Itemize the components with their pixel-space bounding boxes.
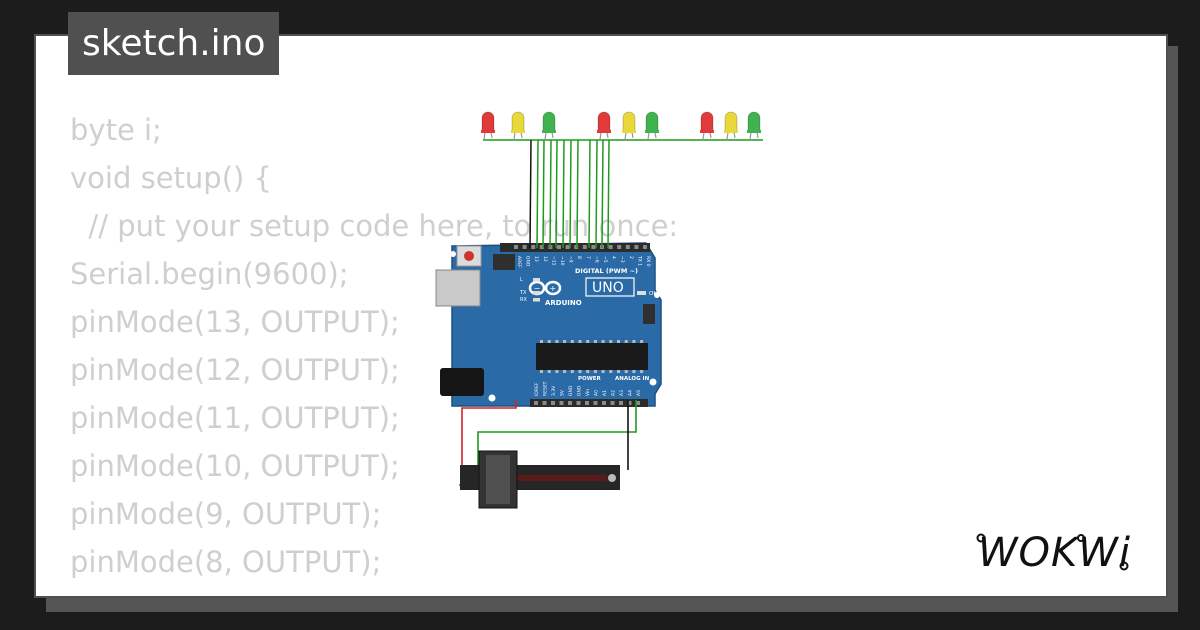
pin-label: IOREF (534, 382, 540, 396)
led-green[interactable] (542, 111, 556, 141)
led-wire (555, 139, 558, 249)
wokwi-logo: WOKWi (976, 530, 1131, 576)
pin-label: GND (577, 385, 583, 396)
code-line: pinMode(8, OUTPUT); (70, 545, 382, 579)
code-line: pinMode(11, OUTPUT); (70, 401, 400, 435)
on-label: ON (649, 291, 657, 297)
uno-box (585, 277, 635, 297)
svg-text:+: + (550, 284, 557, 293)
pin-label: A0 (594, 390, 600, 396)
pin-label: GND (525, 256, 531, 267)
svg-text:WOKWi: WOKWi (978, 530, 1131, 576)
code-line: pinMode(10, OUTPUT); (70, 449, 400, 483)
analog-label: ANALOG IN (615, 376, 650, 382)
pin-label: A3 (619, 390, 625, 396)
power-jack (440, 368, 484, 396)
pin-label: RESET (543, 381, 549, 396)
power-label: POWER (578, 376, 602, 382)
pin-label: A4 (628, 390, 634, 396)
pin-label: A1 (602, 390, 608, 396)
icsp-header (643, 304, 655, 324)
mount-hole (654, 292, 660, 298)
pin-label: 12 (542, 256, 548, 262)
board-led-label: L (520, 277, 523, 283)
led-wire (536, 139, 539, 249)
pin-label: ~6 (593, 256, 599, 263)
pin-label: ~3 (619, 256, 625, 263)
pin-label: 13 (533, 256, 539, 262)
led-wire (562, 139, 565, 249)
file-tab[interactable]: sketch.ino (68, 12, 280, 75)
led-wire (601, 139, 604, 249)
pin-label: 4 (611, 256, 617, 259)
led-wires (529, 139, 610, 249)
code-line: byte i; (70, 113, 162, 147)
digital-label: DIGITAL (PWM ~) (575, 267, 638, 275)
led-green[interactable] (747, 111, 761, 141)
code-line: void setup() { (70, 161, 272, 195)
pin-label: ~10 (559, 256, 565, 266)
pin-label: 3.3V (551, 385, 557, 396)
board-led-label: RX (520, 297, 527, 303)
pin-label: 8 (576, 256, 582, 259)
pin-label: Vin (585, 389, 591, 396)
led-wire (607, 139, 610, 249)
code-line: pinMode(13, OUTPUT); (70, 305, 400, 339)
pin-label: ~9 (568, 256, 574, 263)
pin-label: TX 1 (636, 255, 642, 266)
led-wire (576, 139, 579, 249)
led-yellow[interactable] (622, 111, 636, 141)
led-array (481, 111, 763, 141)
led-wire (549, 139, 552, 249)
pin-label: 2 (628, 256, 634, 259)
pin-label: 5V (560, 389, 566, 396)
led-wire (595, 139, 598, 249)
pin-label: ~11 (550, 256, 556, 266)
code-line: Serial.begin(9600); (70, 257, 349, 291)
led-red[interactable] (700, 111, 714, 141)
code-line: pinMode(12, OUTPUT); (70, 353, 400, 387)
arduino-brand: ARDUINO (545, 299, 582, 307)
slide-potentiometer[interactable] (460, 450, 620, 509)
led-green[interactable] (645, 111, 659, 141)
pin-label: 7 (585, 256, 591, 259)
led-red[interactable] (597, 111, 611, 141)
pin-label: AREF (516, 256, 522, 268)
pin-label: RX 0 (645, 256, 651, 267)
chip-pins (540, 340, 644, 373)
pot-track (512, 475, 607, 481)
mount-hole (649, 378, 657, 386)
pot-slider-face (486, 455, 510, 504)
led-wire (569, 139, 572, 249)
atmega-chip (536, 343, 648, 370)
led-wire (542, 139, 545, 249)
pin-label: GND (568, 385, 574, 396)
board-led-label: TX (519, 290, 527, 296)
pin-label: ~5 (602, 256, 608, 263)
code-line: pinMode(7, OUTPUT); (70, 586, 678, 596)
led-yellow[interactable] (511, 111, 525, 141)
reset-button-cap (464, 251, 474, 261)
uno-label: UNO (592, 280, 624, 296)
code-line: pinMode(9, OUTPUT); (70, 497, 382, 531)
led-wire (529, 139, 532, 249)
code-line: // put your setup code here, to run once… (70, 209, 679, 243)
mount-hole (450, 251, 456, 257)
led-yellow[interactable] (724, 111, 738, 141)
svg-text:−: − (534, 284, 541, 293)
pin-label: A5 (636, 390, 642, 396)
on-led (637, 291, 646, 295)
pin-label: A2 (611, 390, 617, 396)
mount-hole (488, 394, 496, 402)
code-editor[interactable]: byte i; void setup() { // put your setup … (70, 106, 679, 596)
led-wire (588, 139, 591, 249)
led-red[interactable] (481, 111, 495, 141)
usb-connector (435, 269, 481, 307)
pot-screw (608, 474, 616, 482)
